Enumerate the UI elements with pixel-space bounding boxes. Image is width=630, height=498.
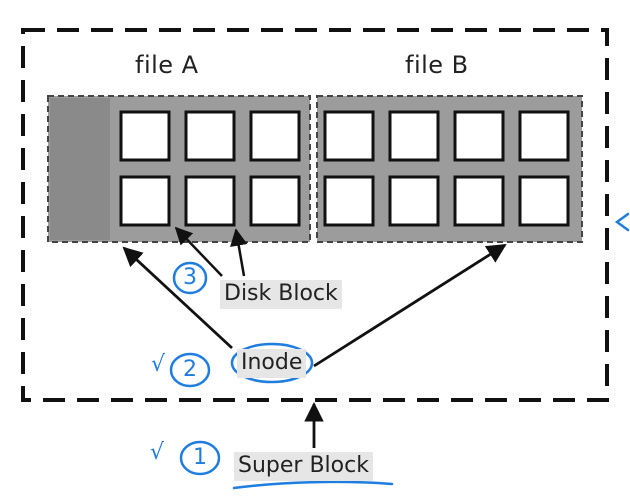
file-b-label: file B [405, 51, 469, 79]
step-2-circle [169, 352, 211, 388]
file-b-region [316, 95, 583, 243]
file-a-region [47, 95, 311, 243]
file-b-block-r2-c4 [518, 175, 570, 227]
file-b-block-r1-c4 [518, 110, 570, 162]
inode-to-file-b-arrow [313, 243, 507, 368]
file-b-block-r1-c1 [323, 110, 375, 162]
file-a-block-r2-c2 [184, 175, 236, 227]
filesystem-boundary [21, 28, 609, 402]
file-b-block-r2-c2 [388, 175, 440, 227]
file-b-block-r1-c2 [388, 110, 440, 162]
file-a-label: file A [135, 51, 199, 79]
step-1-circle [179, 440, 221, 476]
step-1-number: 1 [193, 445, 207, 470]
inode-circle [230, 342, 314, 384]
file-a-block-r2-c3 [249, 175, 301, 227]
file-a-block-r1-c2 [184, 110, 236, 162]
disk-block-arrow-1 [174, 226, 223, 277]
super-block-label: Super Block [234, 452, 373, 481]
inode-label: Inode [237, 349, 307, 378]
step-1-check: √ [150, 440, 165, 465]
step-2-number: 2 [183, 357, 197, 382]
step-2-check: √ [151, 352, 166, 377]
file-b-block-r2-c3 [453, 175, 505, 227]
file-b-block-r2-c1 [323, 175, 375, 227]
inode-to-file-a-arrow [122, 246, 233, 350]
file-a-block-r1-c1 [119, 110, 171, 162]
disk-block-label: Disk Block [220, 280, 342, 309]
step-3-number: 3 [183, 265, 197, 290]
super-block-underline [232, 480, 394, 490]
file-b-block-r1-c3 [453, 110, 505, 162]
file-a-block-r1-c3 [249, 110, 301, 162]
file-a-block-r2-c1 [119, 175, 171, 227]
step-3-circle [172, 261, 208, 295]
edge-marker [614, 212, 630, 232]
disk-block-arrow-2 [230, 228, 248, 277]
